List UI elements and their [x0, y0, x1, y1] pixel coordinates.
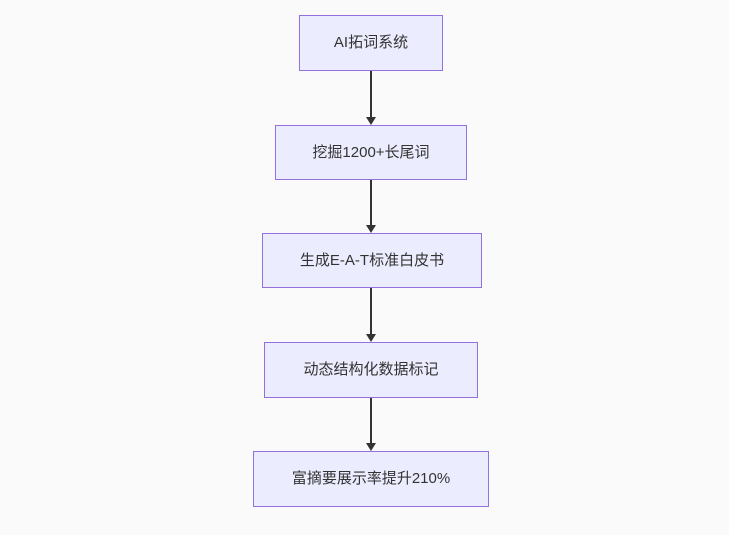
flow-arrow — [366, 288, 376, 342]
arrow-head-icon — [366, 443, 376, 451]
arrow-line — [370, 288, 372, 334]
arrow-head-icon — [366, 225, 376, 233]
flow-node-label: 生成E-A-T标准白皮书 — [299, 251, 445, 269]
arrow-line — [370, 71, 372, 117]
flow-node-rich-snippet-result: 富摘要展示率提升210% — [253, 451, 489, 507]
arrow-line — [370, 180, 372, 225]
arrow-line — [370, 398, 372, 443]
arrow-head-icon — [366, 117, 376, 125]
flow-arrow — [366, 71, 376, 125]
flow-arrow — [366, 180, 376, 233]
flow-node-label: AI拓词系统 — [333, 34, 409, 51]
flow-node-label: 挖掘1200+长尾词 — [312, 143, 430, 161]
flow-node-longtail-keywords: 挖掘1200+长尾词 — [275, 125, 467, 180]
flow-node-eat-whitepaper: 生成E-A-T标准白皮书 — [262, 233, 482, 288]
flow-node-label: 富摘要展示率提升210% — [291, 470, 451, 487]
flow-arrow — [366, 398, 376, 451]
flow-node-structured-data-markup: 动态结构化数据标记 — [264, 342, 478, 398]
flow-node-label: 动态结构化数据标记 — [303, 361, 439, 378]
arrow-head-icon — [366, 334, 376, 342]
flow-node-ai-word-system: AI拓词系统 — [299, 15, 443, 71]
